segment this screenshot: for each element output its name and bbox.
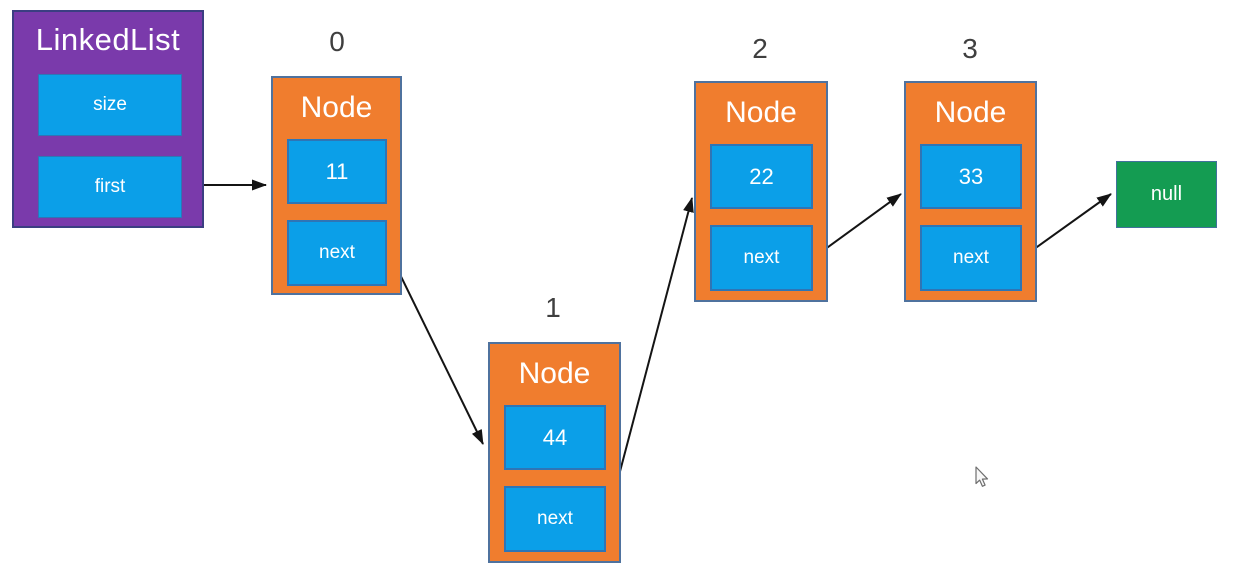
linkedlist-size-field: size <box>38 74 182 136</box>
node-3-title: Node <box>934 96 1007 129</box>
node-2-index-label: 2 <box>752 33 768 64</box>
node-0-next-field: next <box>287 220 387 286</box>
node-1-title: Node <box>518 357 591 390</box>
node-2-value-field: 22 <box>710 144 813 209</box>
linkedlist-box: LinkedList size first <box>12 10 204 228</box>
node-0-title: Node <box>300 91 373 124</box>
node-3-box: Node 33 next <box>904 81 1037 302</box>
null-box: null <box>1116 161 1217 228</box>
node-1-box: Node 44 next <box>488 342 621 563</box>
linkedlist-title: LinkedList <box>35 22 181 57</box>
node-0-value-field: 11 <box>287 139 387 204</box>
node-1-next-field: next <box>504 486 606 552</box>
node-2-title: Node <box>725 96 797 129</box>
node-1-value-field: 44 <box>504 405 606 470</box>
node-2-next-field: next <box>710 225 813 291</box>
node-1-index-label: 1 <box>545 292 561 323</box>
arrow-node-0-next-to-node-1 <box>389 253 484 445</box>
node-2-box: Node 22 next <box>694 81 828 302</box>
node-3-next-field: next <box>920 225 1022 291</box>
mouse-cursor <box>975 466 989 487</box>
node-3-index-label: 3 <box>962 33 978 64</box>
node-0-box: Node 11 next <box>271 76 402 295</box>
node-0-index-label: 0 <box>329 26 345 57</box>
node-3-value-field: 33 <box>920 144 1022 209</box>
linkedlist-first-field: first <box>38 156 182 218</box>
